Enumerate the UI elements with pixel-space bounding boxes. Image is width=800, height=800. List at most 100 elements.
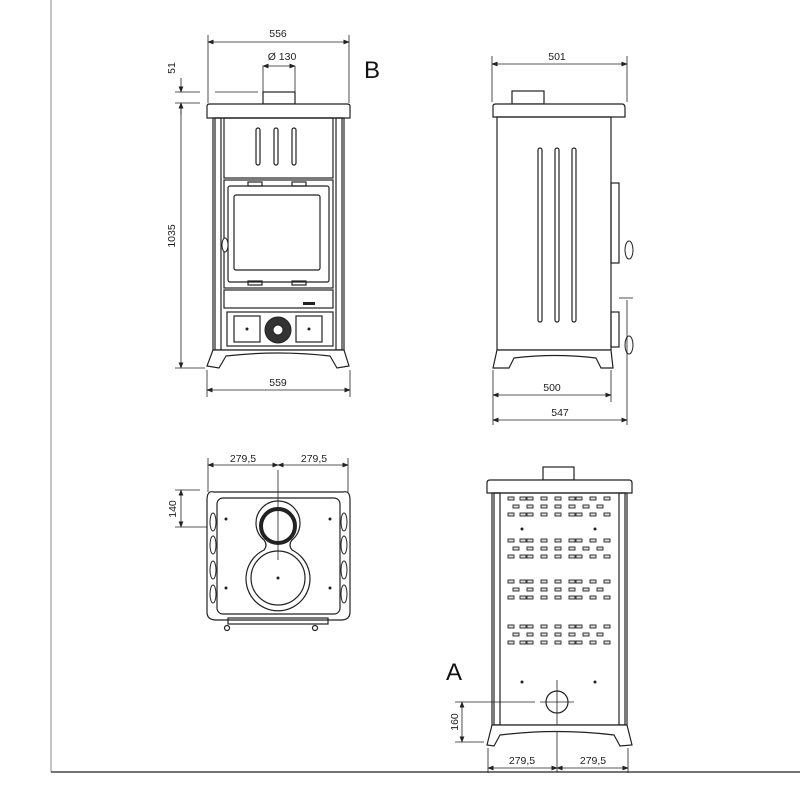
vent-slot [526, 538, 534, 543]
vent-slot [554, 504, 562, 509]
vent-slot [540, 496, 548, 501]
vent-slot [568, 587, 576, 592]
vent-slot [540, 632, 548, 637]
vent-slot [526, 640, 534, 645]
vent-slot [519, 512, 527, 517]
vent-slot [554, 640, 562, 645]
vent-slot [568, 538, 576, 543]
side-view: 501 500 547 [491, 51, 634, 425]
vent-slot [568, 504, 576, 509]
vent-slot [507, 595, 515, 600]
vent-slot [603, 624, 611, 629]
vent-slot [554, 554, 562, 559]
dimension-top-width: 556 [269, 28, 287, 40]
dimension-flue-offset: 140 [167, 500, 179, 518]
vent-slot [589, 512, 597, 517]
fire-door [223, 179, 334, 289]
vent-slot [507, 624, 515, 629]
vent-slot [589, 538, 597, 543]
vent-slot [526, 504, 534, 509]
vent-slot [526, 587, 534, 592]
vent-slot [596, 504, 604, 509]
vent-slot [568, 595, 576, 600]
vent-slot [554, 512, 562, 517]
vent-slot [596, 587, 604, 592]
vent-slot [603, 496, 611, 501]
dimension-flue-diameter: Ø 130 [268, 51, 297, 63]
vent-slot [540, 640, 548, 645]
vent-slot [589, 496, 597, 501]
vent-slot [526, 496, 534, 501]
vent-slot [540, 512, 548, 517]
vent-slot [540, 546, 548, 551]
view-label-a: A [446, 659, 462, 686]
vent-slot [589, 554, 597, 559]
vent-slot [512, 632, 520, 637]
vent-slot [589, 624, 597, 629]
view-label-b: B [364, 57, 380, 84]
vent-slot [568, 640, 576, 645]
vent-slot [519, 554, 527, 559]
vent-slot [554, 595, 562, 600]
vent-slot [519, 538, 527, 543]
dimension-base-width: 559 [269, 377, 287, 389]
vent-slot [589, 595, 597, 600]
vent-slot [519, 579, 527, 584]
vent-slot [507, 579, 515, 584]
vent-slot [589, 579, 597, 584]
vent-slot [526, 595, 534, 600]
vent-slot [603, 579, 611, 584]
vent-slot [540, 624, 548, 629]
vent-slot [526, 579, 534, 584]
vent-slot [568, 579, 576, 584]
vent-slot [568, 546, 576, 551]
vent-slot [554, 538, 562, 543]
vent-slot [507, 512, 515, 517]
dimension-base-depth: 500 [543, 382, 561, 394]
vent-slot [568, 554, 576, 559]
dimension-height: 1035 [166, 224, 178, 248]
vent-slot [526, 546, 534, 551]
vent-slot [540, 595, 548, 600]
vent-slot [540, 538, 548, 543]
vent-slot [507, 554, 515, 559]
vent-slot [575, 579, 583, 584]
front-view: 556 Ø 130 51 1035 559 [166, 28, 351, 397]
vent-slot [575, 554, 583, 559]
vent-slot [526, 624, 534, 629]
vent-slot [603, 640, 611, 645]
dimension-rear-left-half: 279,5 [509, 755, 535, 767]
dimension-flue-height: 51 [166, 62, 178, 74]
front-feet [206, 349, 350, 369]
vent-slot [589, 640, 597, 645]
vent-slot [575, 512, 583, 517]
vent-slot [519, 496, 527, 501]
vent-slot [603, 512, 611, 517]
vent-slot [519, 595, 527, 600]
dimension-top-right-half: 279,5 [301, 453, 327, 465]
vent-slot [568, 632, 576, 637]
rear-view: 160 279,5 279,5 [449, 466, 633, 773]
top-plate [206, 103, 351, 119]
vent-slot [568, 512, 576, 517]
vent-slot [582, 546, 590, 551]
dimension-rear-right-half: 279,5 [580, 755, 606, 767]
ventilation-slots [507, 496, 611, 645]
dimension-total-depth: 547 [551, 407, 569, 419]
vent-slot [507, 496, 515, 501]
vent-slot [575, 595, 583, 600]
vent-slot [526, 512, 534, 517]
vent-slot [554, 496, 562, 501]
vent-slot [507, 640, 515, 645]
vent-slot [575, 640, 583, 645]
vent-slot [507, 538, 515, 543]
vent-slot [540, 587, 548, 592]
vent-slot [512, 504, 520, 509]
vent-slot [554, 632, 562, 637]
vent-slot [554, 546, 562, 551]
vent-slot [582, 587, 590, 592]
vent-slot [575, 624, 583, 629]
vent-slot [512, 546, 520, 551]
vent-slot [554, 624, 562, 629]
